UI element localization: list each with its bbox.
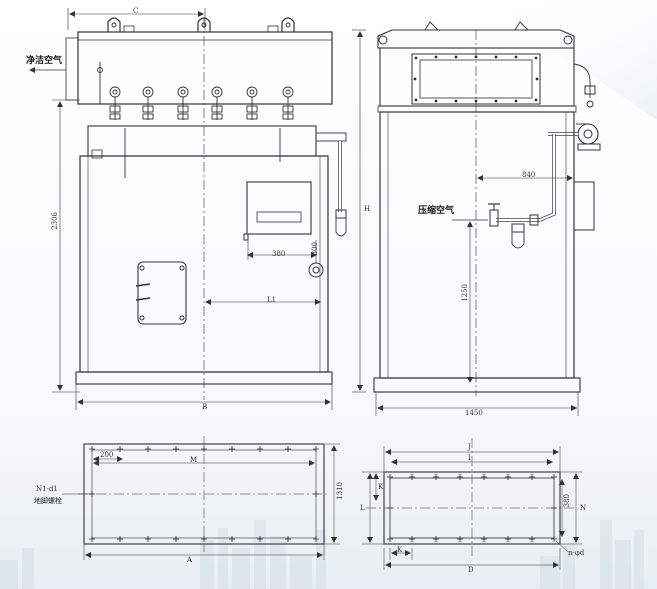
dim-j: J bbox=[468, 443, 471, 451]
pulse-valves bbox=[97, 62, 294, 120]
dim-n: N bbox=[580, 504, 587, 512]
hole-spec: n-φd bbox=[568, 549, 585, 557]
foundation-plan-left bbox=[62, 436, 340, 560]
dim-200: 200 bbox=[100, 451, 114, 459]
front-view bbox=[29, 8, 366, 410]
dim-l: L bbox=[360, 504, 365, 512]
dim-1250: 1250 bbox=[461, 284, 469, 302]
dim-300-front: 300 bbox=[311, 242, 319, 256]
lifting-lugs bbox=[107, 17, 295, 33]
foundation-plan-right bbox=[362, 438, 582, 570]
dim-d: D bbox=[468, 566, 474, 574]
anchor-holes bbox=[387, 474, 557, 542]
anchor-bolts bbox=[89, 446, 319, 542]
dim-height-h: H bbox=[364, 205, 371, 213]
dim-1310: 1310 bbox=[336, 482, 344, 500]
compressed-air-label: 压缩空气 bbox=[418, 206, 455, 216]
dim-k-bottom: K bbox=[397, 546, 403, 554]
dim-m: M bbox=[190, 456, 198, 464]
dim-i: I bbox=[468, 454, 471, 462]
side-view bbox=[373, 21, 601, 416]
dim-base-width: B bbox=[202, 403, 208, 411]
dim-k-left: K bbox=[378, 483, 384, 491]
dim-a: A bbox=[187, 556, 193, 564]
dim-380-front: 380 bbox=[272, 250, 286, 258]
dim-l1: L1 bbox=[267, 296, 277, 304]
bolt-spec: N1-d1 bbox=[36, 485, 58, 493]
bolt-label: 地脚螺栓 bbox=[34, 497, 62, 505]
dim-top-width: C bbox=[133, 7, 139, 15]
dim-840: 840 bbox=[522, 171, 536, 179]
dim-380-right: 380 bbox=[563, 494, 571, 508]
dim-total-height: 2306 bbox=[51, 212, 59, 230]
clean-air-label: 净洁空气 bbox=[26, 56, 63, 66]
dim-1450: 1450 bbox=[465, 409, 483, 417]
